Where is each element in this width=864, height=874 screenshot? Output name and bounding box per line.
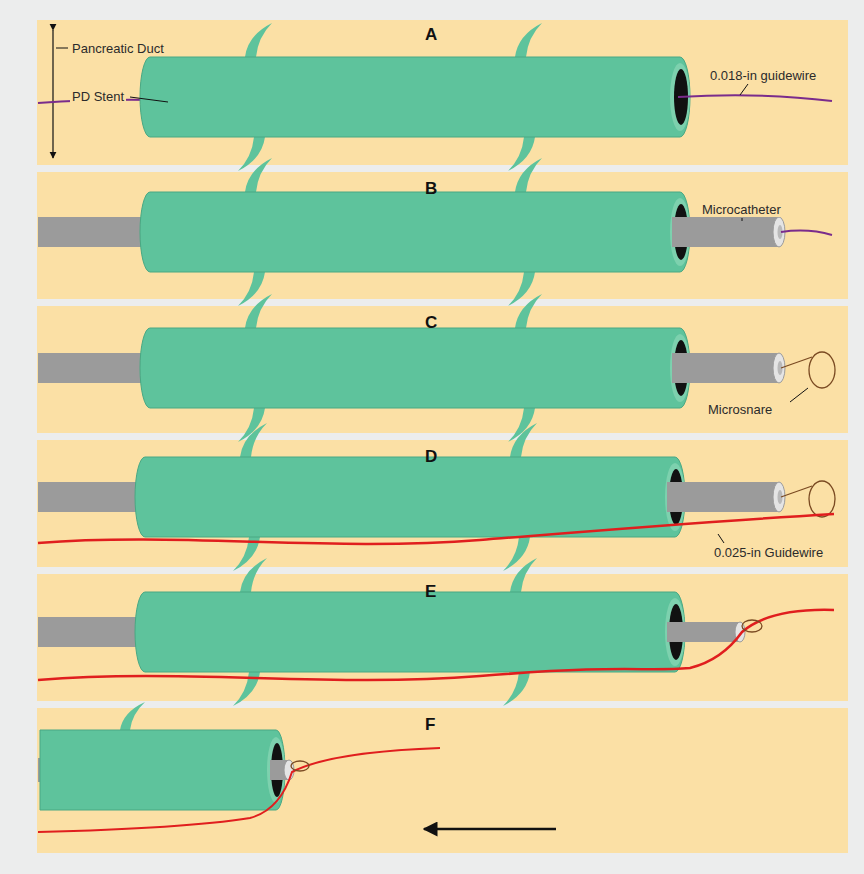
- panel-letter: B: [423, 181, 439, 196]
- part-label: Microsnare: [706, 402, 774, 417]
- part-label: Microcatheter: [700, 202, 783, 217]
- part-label: 0.018-in guidewire: [708, 68, 818, 83]
- panel-letter: C: [423, 315, 439, 330]
- part-label: Pancreatic Duct: [70, 41, 166, 56]
- part-label: 0.025-in Guidewire: [712, 545, 825, 560]
- panel-letter: F: [423, 717, 437, 732]
- panel-letter: A: [423, 27, 439, 42]
- panel-letter: D: [423, 449, 439, 464]
- panel-letter: E: [423, 584, 438, 599]
- part-label: PD Stent: [70, 89, 126, 104]
